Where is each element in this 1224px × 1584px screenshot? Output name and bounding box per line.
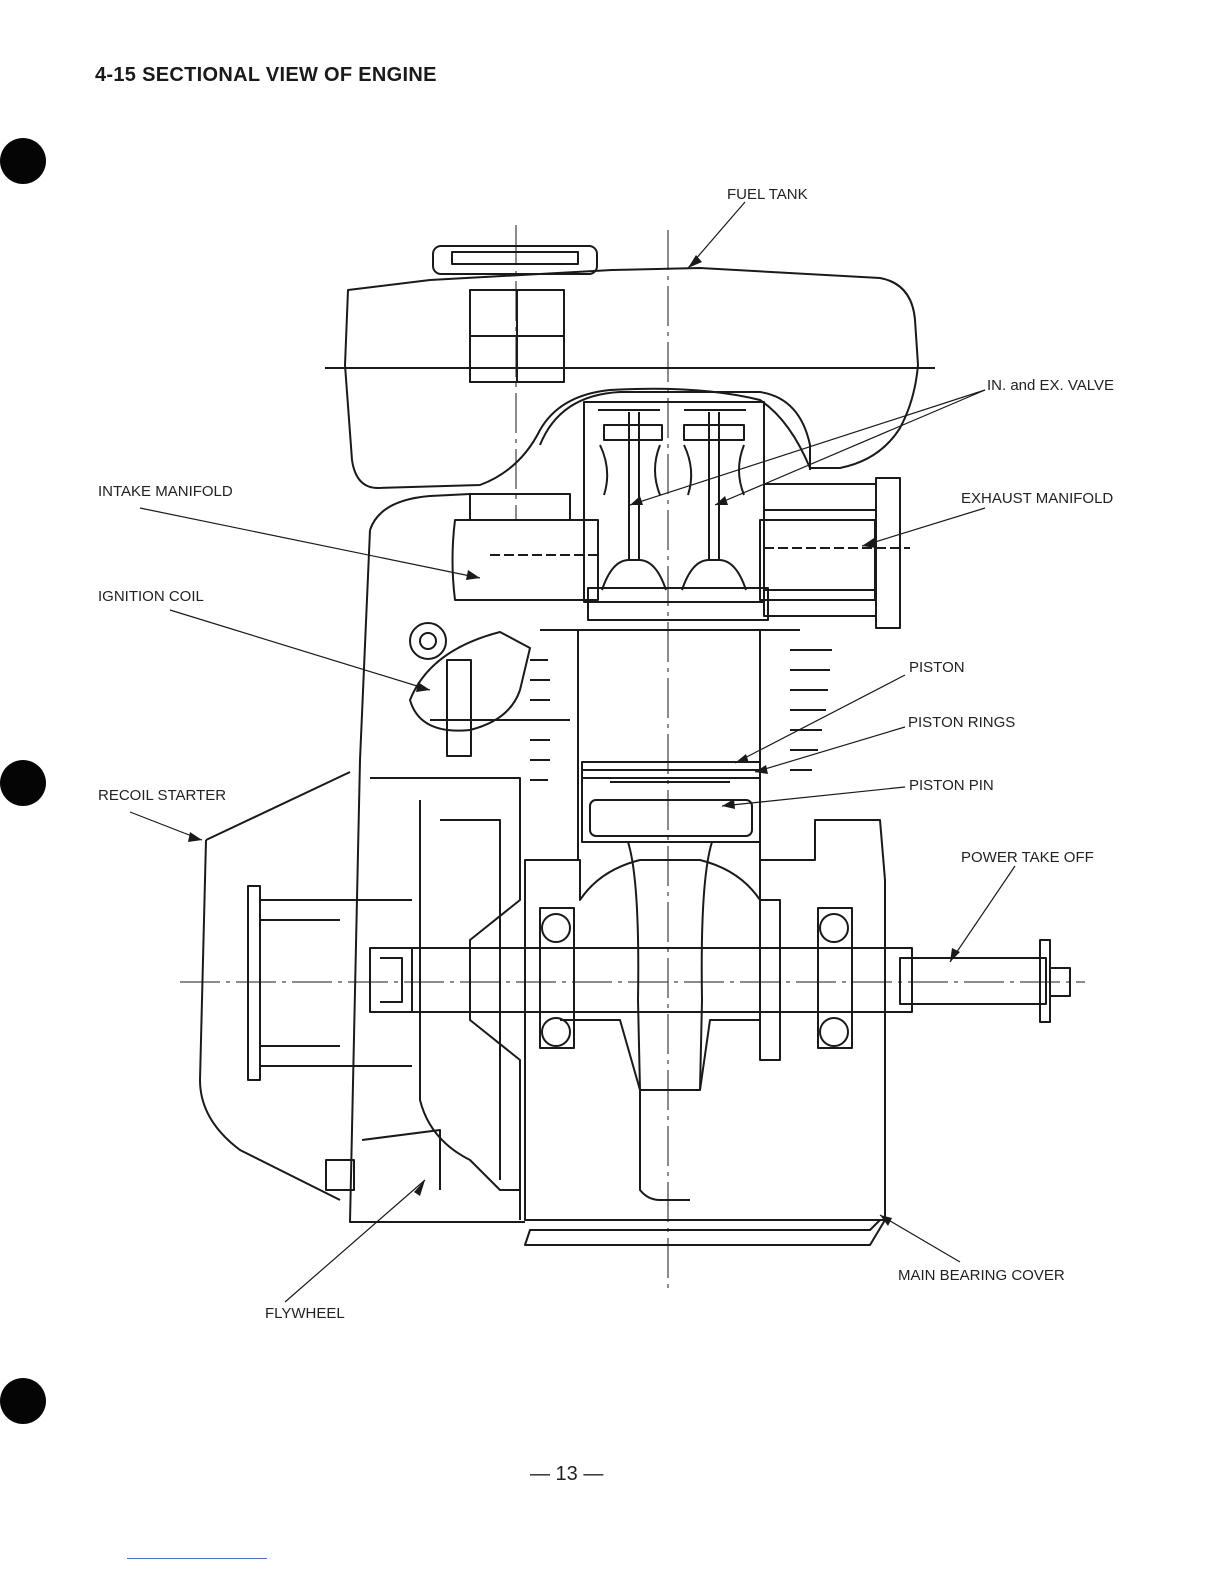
page-number: — 13 — [530, 1463, 603, 1486]
label-power-take-off: POWER TAKE OFF [961, 849, 1094, 866]
arrowheads [188, 255, 960, 1226]
label-fuel-tank: FUEL TANK [727, 186, 808, 203]
center-lines [180, 225, 1085, 1290]
recoil-starter [248, 886, 412, 1190]
flywheel [362, 800, 520, 1190]
label-piston: PISTON [909, 659, 965, 676]
label-exhaust-manifold: EXHAUST MANIFOLD [961, 490, 1113, 507]
exhaust-manifold [760, 478, 910, 628]
power-take-off-shaft [900, 940, 1070, 1022]
main-bearings [540, 908, 852, 1048]
bottom-rule [127, 1558, 267, 1559]
label-in-ex-valve: IN. and EX. VALVE [987, 377, 1114, 394]
label-piston-rings: PISTON RINGS [908, 714, 1015, 731]
label-ignition-coil: IGNITION COIL [98, 588, 204, 605]
cylinder-head [540, 392, 810, 620]
label-flywheel: FLYWHEEL [265, 1305, 345, 1322]
connecting-rod [628, 842, 712, 1200]
blower-housing [200, 494, 525, 1222]
cylinder [530, 630, 832, 860]
label-piston-pin: PISTON PIN [909, 777, 994, 794]
ignition-coil [410, 623, 570, 756]
exhaust-valve [682, 412, 746, 590]
crankshaft [370, 900, 912, 1060]
intake-manifold [453, 494, 599, 600]
label-main-bearing-cover: MAIN BEARING COVER [898, 1267, 1065, 1284]
label-recoil-starter: RECOIL STARTER [98, 787, 226, 804]
label-intake-manifold: INTAKE MANIFOLD [98, 483, 233, 500]
intake-valve [600, 412, 666, 590]
